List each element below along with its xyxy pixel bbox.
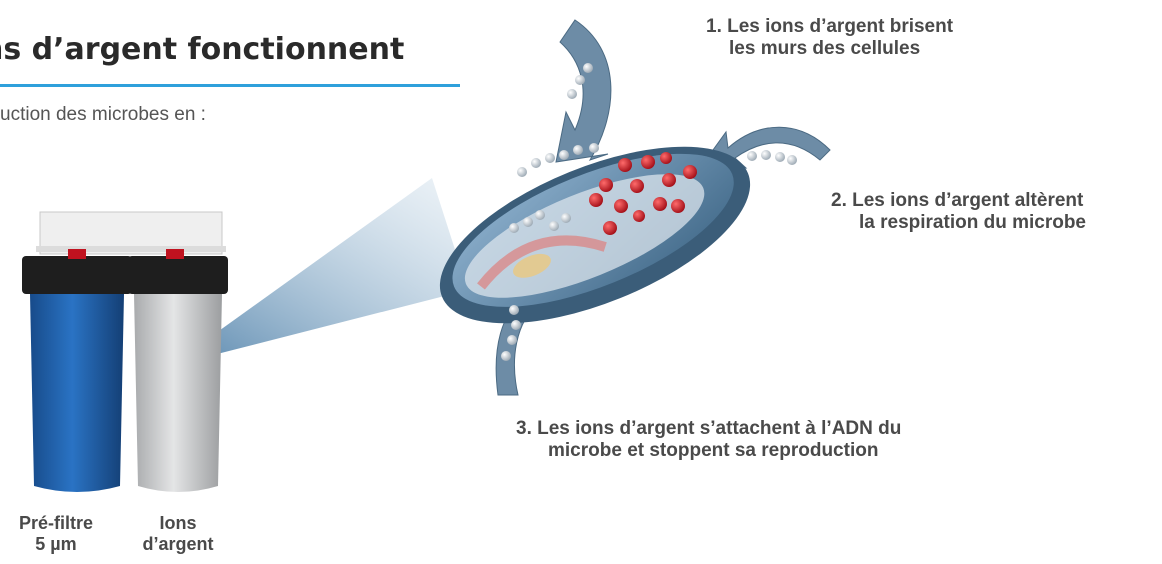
step-1-line-1: 1. Les ions d’argent brisent: [706, 16, 953, 37]
step-1-line-2: les murs des cellules: [706, 38, 953, 60]
step-3-line-1: 3. Les ions d’argent s’attachent à l’ADN…: [516, 418, 901, 439]
step-2-label: 2. Les ions d’argent altèrent la respira…: [831, 190, 1086, 234]
filter-housing-image: [22, 212, 228, 492]
step-1-label: 1. Les ions d’argent brisent les murs de…: [706, 16, 953, 60]
step-2-line-2: la respiration du microbe: [831, 212, 1086, 234]
prefilter-label: Pré-filtre 5 µm: [6, 513, 106, 555]
prefilter-label-line-1: Pré-filtre: [6, 513, 106, 534]
step-3-line-2: microbe et stoppent sa reproduction: [516, 440, 901, 462]
step-2-line-1: 2. Les ions d’argent altèrent: [831, 190, 1083, 211]
step-3-label: 3. Les ions d’argent s’attachent à l’ADN…: [516, 418, 901, 462]
silver-ion-label-line-1: Ions: [128, 513, 228, 534]
silver-ion-label-line-2: d’argent: [128, 534, 228, 555]
arrow-1: [556, 20, 611, 162]
silver-ion-filter-label: Ions d’argent: [128, 513, 228, 555]
prefilter-label-line-2: 5 µm: [6, 534, 106, 555]
